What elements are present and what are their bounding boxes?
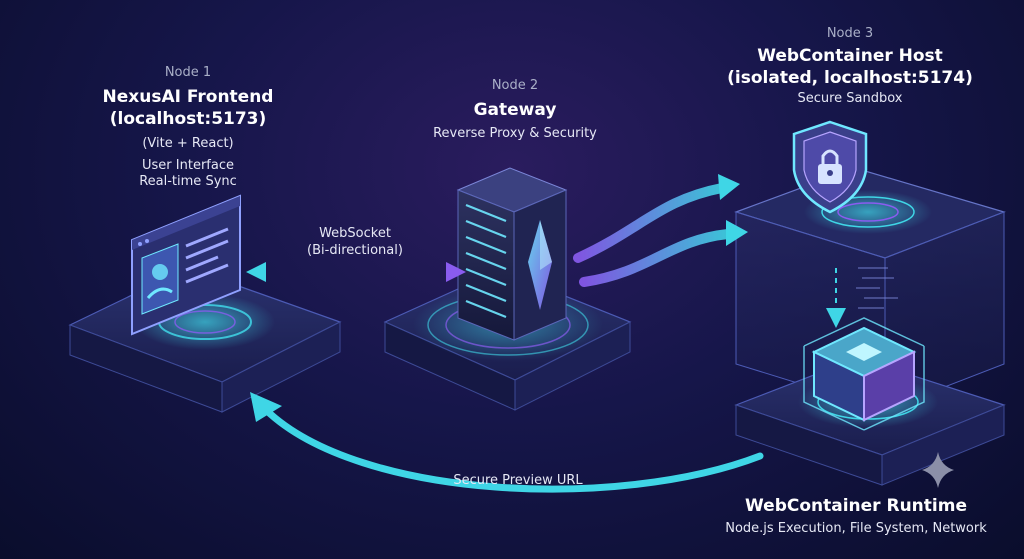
gateway-title: Gateway bbox=[473, 100, 557, 121]
frontend-port: (localhost:5173) bbox=[109, 108, 267, 129]
websocket-label: WebSocket (Bi-directional) bbox=[290, 226, 420, 260]
frontend-label: Node 1 NexusAI Frontend (localhost:5173)… bbox=[88, 65, 288, 191]
browser-window-icon bbox=[131, 194, 241, 336]
host-label: Node 3 WebContainer Host (isolated, loca… bbox=[720, 26, 980, 107]
gateway-node-tag: Node 2 bbox=[491, 78, 539, 93]
websocket-arrow bbox=[246, 262, 466, 282]
websocket-label-line1: WebSocket bbox=[319, 226, 391, 241]
gateway-to-host-arrow-upper bbox=[573, 174, 740, 263]
cube-runtime-icon bbox=[803, 317, 925, 431]
preview-url-label: Secure Preview URL bbox=[453, 473, 583, 488]
frontend-desc-2: Real-time Sync bbox=[139, 174, 237, 190]
sparkle-icon bbox=[922, 452, 954, 488]
websocket-label-line2: (Bi-directional) bbox=[307, 242, 403, 258]
host-title: WebContainer Host bbox=[757, 46, 943, 67]
frontend-stack: (Vite + React) bbox=[142, 135, 234, 151]
host-node-tag: Node 3 bbox=[826, 26, 874, 41]
preview-url-arrow bbox=[250, 392, 764, 493]
host-subtitle: Secure Sandbox bbox=[797, 90, 903, 106]
server-tower-icon bbox=[456, 167, 568, 341]
gateway-subtitle: Reverse Proxy & Security bbox=[433, 125, 597, 141]
host-detail: (isolated, localhost:5174) bbox=[727, 67, 973, 88]
frontend-node-tag: Node 1 bbox=[164, 65, 212, 80]
gateway-to-host-arrow-lower bbox=[579, 220, 748, 287]
runtime-label: WebContainer Runtime Node.js Execution, … bbox=[706, 496, 1006, 538]
frontend-title: NexusAI Frontend bbox=[102, 87, 274, 108]
shield-lock-icon bbox=[792, 120, 868, 214]
runtime-title: WebContainer Runtime bbox=[745, 496, 967, 516]
frontend-desc-1: User Interface bbox=[142, 158, 234, 173]
runtime-subtitle: Node.js Execution, File System, Network bbox=[725, 521, 987, 537]
gateway-label: Node 2 Gateway Reverse Proxy & Security bbox=[410, 78, 620, 142]
